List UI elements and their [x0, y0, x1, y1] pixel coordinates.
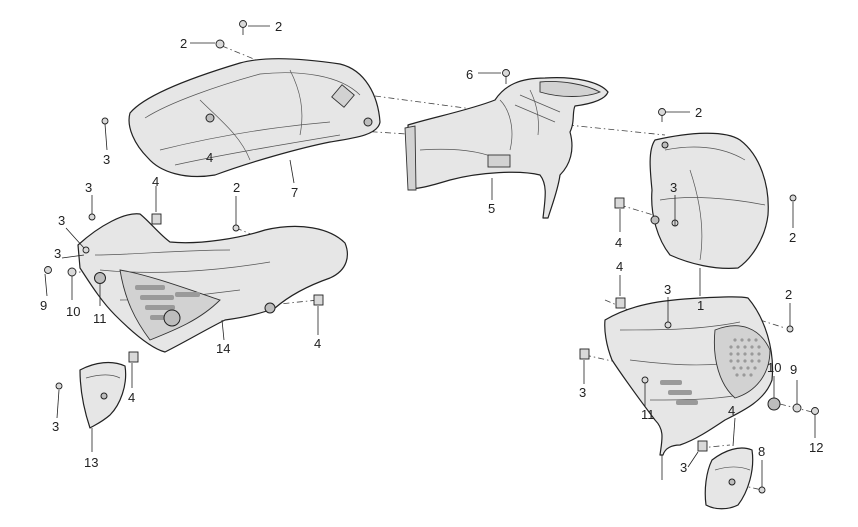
right-vent-slots — [660, 380, 698, 405]
callout-4: 4 — [314, 336, 321, 351]
callout-2: 2 — [695, 105, 702, 120]
washer-icon — [811, 407, 819, 415]
callout-10: 10 — [66, 304, 80, 319]
clip-icon — [313, 294, 324, 306]
screw-icon — [101, 117, 109, 125]
callout-10: 9 — [790, 362, 797, 377]
callout-3: 3 — [52, 419, 59, 434]
callout-13: 13 — [84, 455, 98, 470]
clip-icon — [615, 297, 626, 309]
callout-9: 12 — [809, 440, 823, 455]
screw-icon — [82, 246, 90, 254]
callout-3: 3 — [664, 282, 671, 297]
washer-icon — [215, 39, 225, 49]
callout-labels: 2 2 6 3 4 7 5 2 3 4 2 3 3 2 3 9 10 11 14… — [40, 19, 823, 475]
screw-icon — [789, 194, 797, 202]
callout-11: 10 — [767, 360, 781, 375]
fasteners — [44, 20, 819, 494]
callout-2: 2 — [275, 19, 282, 34]
callout-4: 3 — [680, 460, 687, 475]
callout-3: 8 — [758, 444, 765, 459]
callout-2: 2 — [233, 180, 240, 195]
grommet-icon — [94, 272, 106, 284]
part-13-left-small-cover — [79, 361, 127, 429]
callout-4: 4 — [152, 174, 159, 189]
callout-2: 2 — [785, 287, 792, 302]
clip-icon — [151, 213, 162, 225]
leader-lines — [44, 25, 816, 487]
callout-4: 4 — [206, 150, 213, 165]
callout-4: 3 — [579, 385, 586, 400]
callout-3: 3 — [670, 180, 677, 195]
part-7-seat-cover — [128, 57, 381, 178]
callout-2: 2 — [789, 230, 796, 245]
screw-icon — [232, 224, 240, 232]
screw-icon — [239, 20, 247, 35]
washer-icon — [67, 267, 77, 277]
screw-icon — [641, 376, 649, 384]
callout-4: 4 — [615, 235, 622, 250]
callout-3: 11 — [641, 407, 655, 422]
part-8-right-side-panel — [604, 296, 774, 456]
screw-icon — [502, 69, 510, 84]
callout-3: 3 — [58, 213, 65, 228]
clip-icon — [128, 351, 139, 363]
callout-2: 2 — [180, 36, 187, 51]
callout-4: 4 — [616, 259, 623, 274]
clip-icon — [614, 197, 625, 209]
washer-icon — [44, 266, 52, 274]
callout-14: 14 — [216, 341, 230, 356]
grommet-icon — [767, 397, 781, 411]
callout-6: 6 — [466, 67, 473, 82]
callout-12: 4 — [728, 403, 735, 418]
callout-3: 3 — [85, 180, 92, 195]
callout-11: 11 — [93, 311, 107, 326]
callout-3: 3 — [103, 152, 110, 167]
clip-icon — [579, 348, 590, 360]
screw-icon — [758, 486, 766, 494]
washer-icon — [792, 403, 802, 413]
screw-icon — [55, 382, 63, 390]
callout-7: 7 — [291, 185, 298, 200]
screw-icon — [88, 213, 96, 221]
part-5-inner-panel — [404, 77, 609, 219]
screw-icon — [786, 325, 794, 333]
screw-icon — [664, 321, 672, 329]
callout-3: 3 — [54, 246, 61, 261]
screw-icon — [658, 108, 666, 122]
part-12-right-small-cover — [704, 447, 754, 510]
clip-icon — [697, 440, 708, 452]
part-1-front-cowl — [649, 132, 769, 269]
callout-5: 5 — [488, 201, 495, 216]
part-14-left-side-panel — [77, 213, 348, 353]
callout-1: 1 — [697, 298, 704, 313]
callout-9: 9 — [40, 298, 47, 313]
callout-4: 4 — [128, 390, 135, 405]
right-grille-mesh — [729, 338, 761, 377]
